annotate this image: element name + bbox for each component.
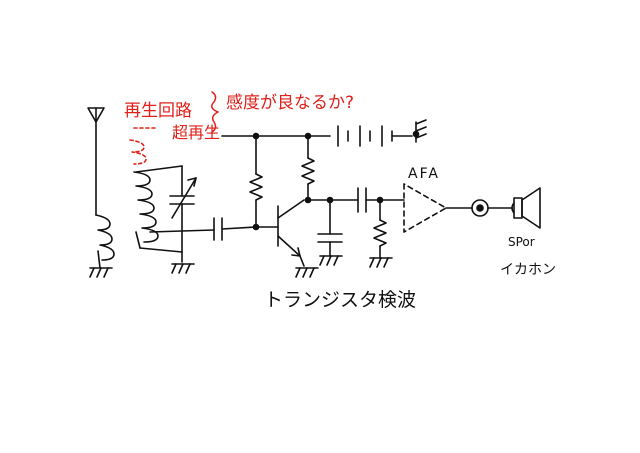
coupling-capacitor-output (357, 187, 405, 213)
ground-symbol-bypass (319, 255, 343, 266)
tank-coil (133, 165, 215, 253)
output-jack (471, 199, 513, 217)
coupling-capacitor-input (213, 217, 257, 241)
ground-symbol-tank (171, 263, 195, 274)
annotation-brace (211, 91, 219, 133)
antenna-coil (95, 214, 115, 269)
ground-symbol-battery (415, 119, 427, 143)
transistor (255, 199, 305, 267)
sp-or-label: SPor (508, 235, 535, 249)
ground-symbol-resistor (369, 257, 393, 268)
speaker-icon (511, 187, 541, 229)
regen-circuit-label: 再生回路 (124, 101, 192, 121)
ground-symbol-antenna (89, 267, 113, 278)
base-bias-resistor (249, 135, 263, 231)
ground-symbol-emitter (295, 267, 319, 278)
supply-rail (221, 132, 331, 140)
regen-coil-dashed (129, 127, 157, 165)
bypass-capacitor (307, 196, 359, 257)
sensitivity-annotation: 感度が良なるか? (226, 93, 354, 113)
afa-label: AFA (408, 166, 440, 182)
earphone-label: イカホン (500, 262, 556, 278)
battery (337, 125, 420, 147)
variable-capacitor (169, 165, 197, 263)
diagram-title: トランジスタ検波 (264, 289, 416, 311)
af-amplifier (403, 183, 447, 233)
antenna (87, 107, 105, 216)
collector-resistor (301, 135, 315, 204)
load-resistor (373, 199, 387, 259)
super-regen-label: 超再生 (172, 123, 220, 142)
